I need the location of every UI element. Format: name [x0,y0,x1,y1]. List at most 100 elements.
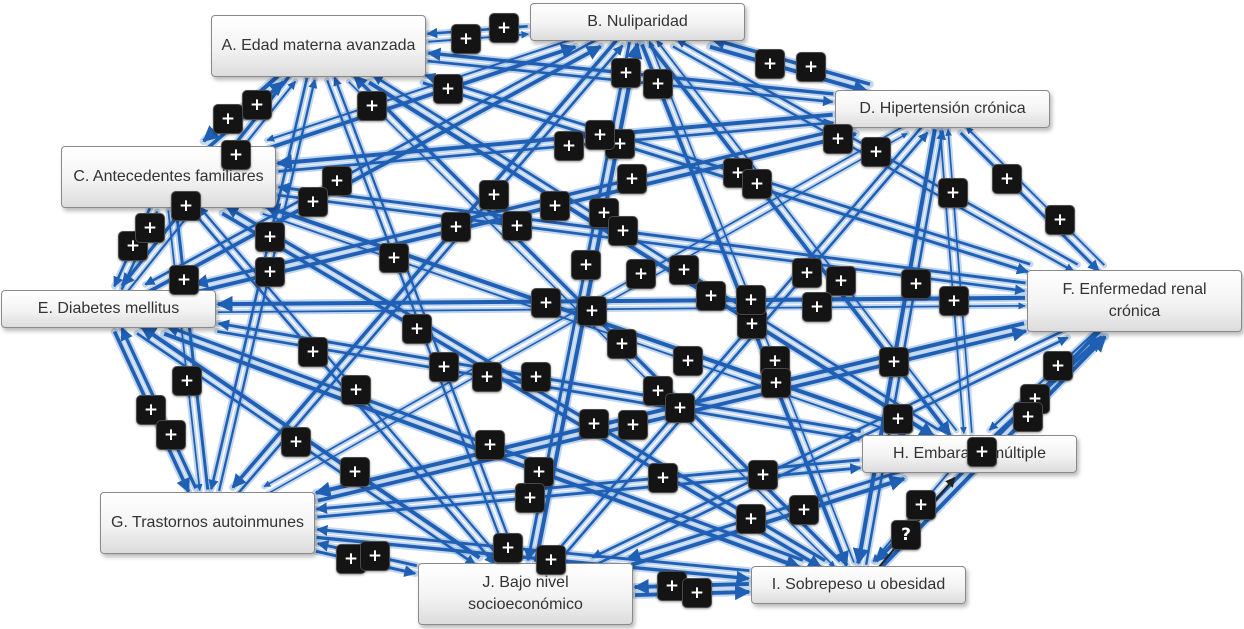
positive-polarity-badge-i-e[interactable]: + [475,430,505,460]
positive-polarity-badge-b-j[interactable]: + [571,250,601,280]
node-diabetes-mellitus[interactable]: E. Diabetes mellitus [1,290,216,328]
positive-polarity-badge-f-b[interactable]: + [861,137,891,167]
edge-d-b[interactable] [710,35,871,86]
positive-polarity-badge-g-b[interactable]: + [479,180,509,210]
positive-polarity-badge-j-c[interactable]: + [341,375,371,405]
positive-polarity-badge-a-e[interactable]: + [171,191,201,221]
positive-polarity-badge-e-b[interactable]: + [298,187,328,217]
edge-h-a[interactable] [372,74,939,431]
edge-f-c[interactable] [277,182,1026,285]
positive-polarity-badge-f-g[interactable]: + [761,368,791,398]
positive-polarity-badge-i-g[interactable]: + [493,533,523,563]
positive-polarity-badge-d-a[interactable]: + [611,58,641,88]
positive-polarity-badge-c-b[interactable]: + [433,74,463,104]
positive-polarity-badge-a-d[interactable]: + [643,69,673,99]
node-trastornos-autoinmunes[interactable]: G. Trastornos autoinmunes [100,492,315,554]
node-edad-materna-avanzada[interactable]: A. Edad materna avanzada [211,15,426,77]
positive-polarity-badge-e-a[interactable]: + [221,140,251,170]
positive-polarity-badge-b-g[interactable]: + [441,212,471,242]
positive-polarity-badge-j-e[interactable]: + [340,457,370,487]
edge-b-c[interactable] [266,38,574,142]
positive-polarity-badge-d-e[interactable]: + [617,164,647,194]
edge-d-f[interactable] [959,131,1100,272]
positive-polarity-badge-b-a[interactable]: + [489,13,519,43]
positive-polarity-badge-h-g[interactable]: + [648,463,678,493]
positive-polarity-badge-d-c[interactable]: + [585,120,615,150]
positive-polarity-badge-i-c[interactable]: + [579,409,609,439]
positive-polarity-badge-h-d[interactable]: + [938,178,968,208]
edge-d-e[interactable] [193,124,855,288]
node-nuliparidad[interactable]: B. Nuliparidad [530,3,745,41]
edge-b-g[interactable] [231,39,618,489]
positive-polarity-badge-j-i[interactable]: + [682,578,712,608]
positive-polarity-badge-g-c[interactable]: + [169,265,199,295]
unknown-polarity-badge-i-h[interactable]: ? [891,520,921,550]
positive-polarity-badge-f-c[interactable]: + [608,216,638,246]
positive-polarity-badge-a-h[interactable]: + [696,281,726,311]
positive-polarity-badge-g-h[interactable]: + [515,483,545,513]
node-bajo-nivel-socioeconomico[interactable]: J. Bajo nivel socioeconómico [418,563,633,625]
positive-polarity-badge-e-j[interactable]: + [281,427,311,457]
positive-polarity-badge-i-d[interactable]: + [901,269,931,299]
positive-polarity-badge-e-f[interactable]: + [802,292,832,322]
positive-polarity-badge-e-c[interactable]: + [135,213,165,243]
positive-polarity-badge-b-f[interactable]: + [823,124,853,154]
positive-polarity-badge-h-i[interactable]: + [906,490,936,520]
positive-polarity-badge-h-b[interactable]: + [826,266,856,296]
edge-b-d[interactable] [709,44,870,96]
positive-polarity-badge-f-j[interactable]: + [748,460,778,490]
positive-polarity-badge-f-d[interactable]: + [1045,205,1075,235]
positive-polarity-badge-h-a[interactable]: + [669,255,699,285]
positive-polarity-badge-d-f[interactable]: + [992,164,1022,194]
positive-polarity-badge-h-c[interactable]: + [531,288,561,318]
positive-polarity-badge-a-j[interactable]: + [379,243,409,273]
positive-polarity-badge-h-e[interactable]: + [521,362,551,392]
positive-polarity-badge-a-g[interactable]: + [255,222,285,252]
node-enfermedad-renal-cronica[interactable]: F. Enfermedad renal crónica [1027,270,1242,332]
edge-j-h[interactable] [630,475,906,567]
positive-polarity-badge-c-i[interactable]: + [402,314,432,344]
positive-polarity-badge-d-b[interactable]: + [796,52,826,82]
node-antecedentes-familiares[interactable]: C. Antecedentes familiares [61,146,276,208]
positive-polarity-badge-c-j[interactable]: + [298,337,328,367]
positive-polarity-badge-b-d[interactable]: + [755,49,785,79]
edge-c-f[interactable] [277,193,1026,295]
positive-polarity-badge-d-g[interactable]: + [626,259,656,289]
positive-polarity-badge-b-c[interactable]: + [357,91,387,121]
positive-polarity-badge-c-g[interactable]: + [172,366,202,396]
positive-polarity-badge-a-b[interactable]: + [451,24,481,54]
positive-polarity-badge-g-d[interactable]: + [577,296,607,326]
positive-polarity-badge-f-e[interactable]: + [736,285,766,315]
positive-polarity-badge-j-b[interactable]: + [589,198,619,228]
positive-polarity-badge-e-d[interactable]: + [540,191,570,221]
positive-polarity-badge-j-h[interactable]: + [789,495,819,525]
edge-d-j[interactable] [549,126,923,560]
node-sobrepeso-obesidad[interactable]: I. Sobrepeso u obesidad [751,566,966,604]
positive-polarity-badge-b-h[interactable]: + [742,169,772,199]
positive-polarity-badge-d-h[interactable]: + [939,286,969,316]
positive-polarity-badge-c-d[interactable]: + [554,131,584,161]
positive-polarity-badge-c-f[interactable]: + [502,211,532,241]
positive-polarity-badge-a-c[interactable]: + [213,104,243,134]
edge-f-h[interactable] [988,330,1097,431]
positive-polarity-badge-c-h[interactable]: + [673,346,703,376]
positive-polarity-badge-e-h[interactable]: + [472,362,502,392]
edge-f-e[interactable] [216,295,1025,313]
positive-polarity-badge-j-d[interactable]: + [792,258,822,288]
positive-polarity-badge-e-i[interactable]: + [524,457,554,487]
positive-polarity-badge-d-j[interactable]: + [665,393,695,423]
positive-polarity-badge-g-i[interactable]: + [536,545,566,575]
edge-e-f[interactable] [218,302,1026,314]
positive-polarity-badge-j-g[interactable]: + [360,541,390,571]
positive-polarity-badge-j-a[interactable]: + [429,352,459,382]
positive-polarity-badge-f-h[interactable]: + [1043,351,1073,381]
positive-polarity-badge-j-f[interactable]: + [883,404,913,434]
node-hipertension-cronica[interactable]: D. Hipertensión crónica [835,90,1050,128]
positive-polarity-badge-c-a[interactable]: + [242,90,272,120]
positive-polarity-badge-i-f[interactable]: + [1013,402,1043,432]
edge-g-b[interactable] [237,44,624,494]
edge-c-b[interactable] [269,43,577,150]
positive-polarity-badge-f-i[interactable]: + [967,437,997,467]
edge-j-f[interactable] [595,336,1069,566]
edge-c-g[interactable] [167,210,203,492]
